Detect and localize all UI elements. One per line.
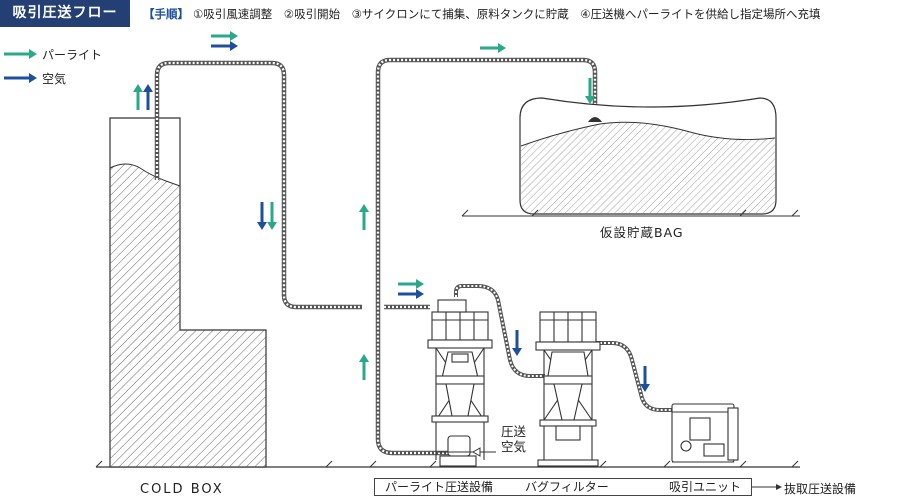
air-arrow-down-unit xyxy=(640,366,650,392)
pressure-equipment xyxy=(427,299,493,467)
steps-heading: 【手順】 xyxy=(143,7,189,21)
pressure-air-arrow xyxy=(471,447,496,457)
pressure-air-label-line2: 空気 xyxy=(501,439,527,454)
legend: パーライト 空気 xyxy=(4,42,102,90)
perlite-arrow-icon xyxy=(4,49,37,59)
procedure-steps: 【手順】 ①吸引風速調整 ②吸引開始 ③サイクロンにて捕集、原料タンクに貯蔵 ④圧… xyxy=(143,6,821,22)
legend-label-air: 空気 xyxy=(42,71,67,86)
perlite-arrow-up-delivery-2 xyxy=(359,354,369,380)
air-arrow-into-equipment xyxy=(398,289,424,299)
delivery-pipe xyxy=(375,57,598,456)
air-arrow-icon xyxy=(4,73,37,83)
suction-pipe xyxy=(154,60,430,310)
legend-item-air: 空気 xyxy=(4,66,102,90)
legend-item-perlite: パーライト xyxy=(4,42,102,66)
coldbox-label: COLD BOX xyxy=(140,482,224,497)
steps-text: ①吸引風速調整 ②吸引開始 ③サイクロンにて捕集、原料タンクに貯蔵 ④圧送機へパ… xyxy=(193,7,821,21)
suction-unit-label: 吸引ユニット xyxy=(669,480,742,494)
perlite-arrow-into-equipment xyxy=(398,279,424,289)
perlite-arrow-right xyxy=(211,31,238,41)
perlite-arrow-down xyxy=(267,202,277,230)
air-arrow-down xyxy=(257,202,267,230)
suction-unit xyxy=(671,403,739,463)
cold-box xyxy=(109,117,267,468)
air-arrow-right xyxy=(211,41,238,51)
bag-filter xyxy=(535,311,601,467)
bag-filter-label: バグフィルター xyxy=(525,480,609,494)
legend-label-perlite: パーライト xyxy=(42,47,103,62)
pressure-air-label: 圧送 空気 xyxy=(501,424,526,454)
connecting-pipes xyxy=(454,284,688,412)
bag-label: 仮設貯蔵BAG xyxy=(600,225,684,240)
equipment-legend-box: パーライト圧送設備 バグフィルター 吸引ユニット xyxy=(374,478,752,496)
extraction-label: 抜取圧送設備 xyxy=(784,482,857,496)
perlite-arrow-up-delivery-1 xyxy=(359,204,369,230)
flow-arrows xyxy=(133,31,782,490)
page-title: 吸引圧送フロー xyxy=(0,0,130,27)
storage-bag xyxy=(461,97,800,217)
perlite-arrow-up xyxy=(133,84,143,110)
extraction-line xyxy=(752,484,782,490)
air-arrow-down-filter xyxy=(512,330,522,356)
pressure-unit-label: パーライト圧送設備 xyxy=(385,480,494,494)
perlite-arrow-right-top xyxy=(480,43,506,53)
air-arrow-up xyxy=(143,84,153,110)
perlite-arrow-into-bag xyxy=(585,78,595,104)
pressure-air-label-line1: 圧送 xyxy=(501,424,527,439)
